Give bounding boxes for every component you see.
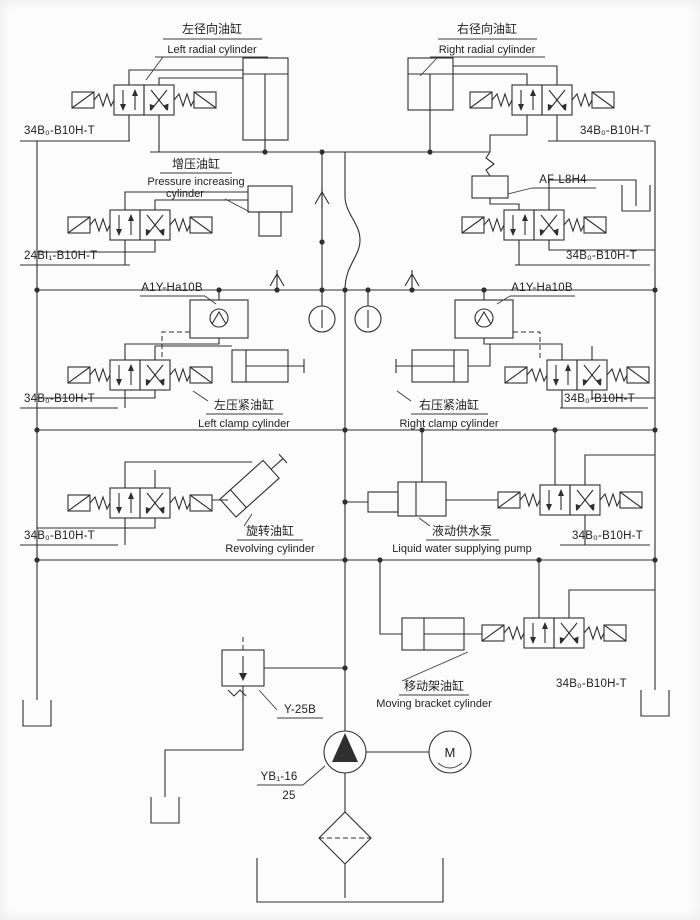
label-right-clamp-cn: 右压紧油缸: [419, 397, 479, 412]
pilot-check-symbol-right: [474, 308, 494, 328]
right-clamp-valve: [504, 359, 650, 391]
label-right-radial-cn: 右径向油缸: [457, 21, 517, 36]
water-pump-valve: [497, 484, 643, 516]
check-valve-right: [404, 269, 420, 291]
label-left-clamp-en: Left clamp cylinder: [198, 418, 290, 430]
water-pump-inlet: [367, 491, 399, 513]
label-pressure-en2: cylinder: [166, 188, 204, 200]
label-left-clamp-cn: 左压紧油缸: [214, 397, 274, 412]
label-left-radial-cn: 左径向油缸: [182, 21, 242, 36]
af-valve-spring: [485, 151, 495, 177]
pilot-check-block-left: [189, 299, 249, 339]
water-pump-body: [397, 481, 447, 517]
pressure-increasing-cylinder-rod: [258, 211, 282, 237]
pressure-gauge-left: [308, 305, 336, 333]
power-unit: [22, 689, 670, 903]
electric-motor: [428, 730, 472, 774]
booster-circuit: [37, 185, 330, 265]
label-pressure-cn: 增压油缸: [172, 156, 220, 171]
right-radial-cylinder-circuit: [407, 57, 615, 152]
label-pump-displacement: 25: [282, 790, 295, 802]
left-radial-valve: [71, 84, 217, 116]
tank-relief: [150, 796, 180, 824]
moving-bracket-valve: [481, 617, 627, 649]
pilot-check-block-right: [454, 299, 514, 339]
label-valve-top-right: 34B₀-B10H-T: [580, 125, 651, 137]
label-pressure-en1: Pressure increasing: [147, 176, 244, 188]
label-valve-revolving: 34B₀-B10H-T: [24, 530, 95, 542]
row2-right-valve: [461, 209, 607, 241]
moving-bracket-circuit: [379, 560, 655, 651]
label-moving-bracket-cn: 移动架油缸: [404, 678, 464, 693]
relief-valve-circuit: [150, 634, 345, 824]
label-pilot-check-left: A1Y-Ha10B: [141, 282, 203, 294]
label-valve-moving-bracket: 34B₀-B10H-T: [556, 678, 627, 690]
label-right-radial-en: Right radial cylinder: [439, 44, 536, 56]
label-valve-water-pump: 34B₀-B10H-T: [572, 530, 643, 542]
left-clamp-valve: [67, 359, 213, 391]
right-clamp-circuit: [395, 269, 655, 408]
label-valve-clamp-right: 34B₀-B10H-T: [564, 393, 635, 405]
label-pilot-check-right: A1Y-Ha10B: [511, 282, 573, 294]
label-underlines: [140, 38, 596, 786]
left-clamp-circuit: [37, 269, 382, 408]
label-revolving-cn: 旋转油缸: [246, 523, 294, 538]
label-motor: M: [444, 745, 455, 760]
label-relief-valve: Y-25B: [284, 704, 316, 716]
tank-right: [640, 689, 670, 717]
check-valve-left: [269, 269, 285, 291]
revolving-circuit: [37, 453, 288, 545]
booster-valve: [67, 209, 213, 241]
label-revolving-en: Revolving cylinder: [225, 543, 315, 555]
left-radial-cylinder-circuit: [71, 57, 289, 152]
af-valve: [471, 175, 509, 199]
junction-dots: [34, 149, 658, 671]
revolving-valve: [67, 487, 213, 519]
motor-tail: [437, 762, 463, 769]
reservoir: [256, 858, 444, 903]
label-valve-clamp-left: 34B₀-B10H-T: [24, 393, 95, 405]
revolving-cylinder: [219, 453, 288, 518]
tank-left: [22, 699, 52, 727]
pump-triangle: [332, 733, 358, 762]
label-moving-bracket-en: Moving bracket cylinder: [376, 698, 492, 710]
label-water-pump-en: Liquid water supplying pump: [392, 543, 531, 555]
label-left-radial-en: Left radial cylinder: [167, 44, 257, 56]
check-valve-center: [314, 187, 330, 209]
label-valve-top-left: 34B₀-B10H-T: [24, 125, 95, 137]
label-valve-row2-right: 34B₀-B10H-T: [566, 250, 637, 262]
right-radial-valve: [469, 84, 615, 116]
pressure-increasing-cylinder: [247, 185, 293, 213]
label-af-valve: AF-L8H4: [539, 174, 587, 186]
af-valve-circuit: [461, 151, 655, 265]
pilot-check-symbol-left: [209, 308, 229, 328]
label-valve-booster: 24BI₁-B10H-T: [24, 250, 97, 262]
water-pump-circuit: [345, 430, 655, 545]
label-pump-model: YB₁-16: [260, 771, 297, 783]
pressure-gauge-right: [354, 305, 382, 333]
main-piping: [20, 140, 656, 731]
label-right-clamp-en: Right clamp cylinder: [399, 418, 498, 430]
relief-valve-spring: [227, 689, 247, 697]
label-water-pump-cn: 液动供水泵: [432, 523, 492, 538]
